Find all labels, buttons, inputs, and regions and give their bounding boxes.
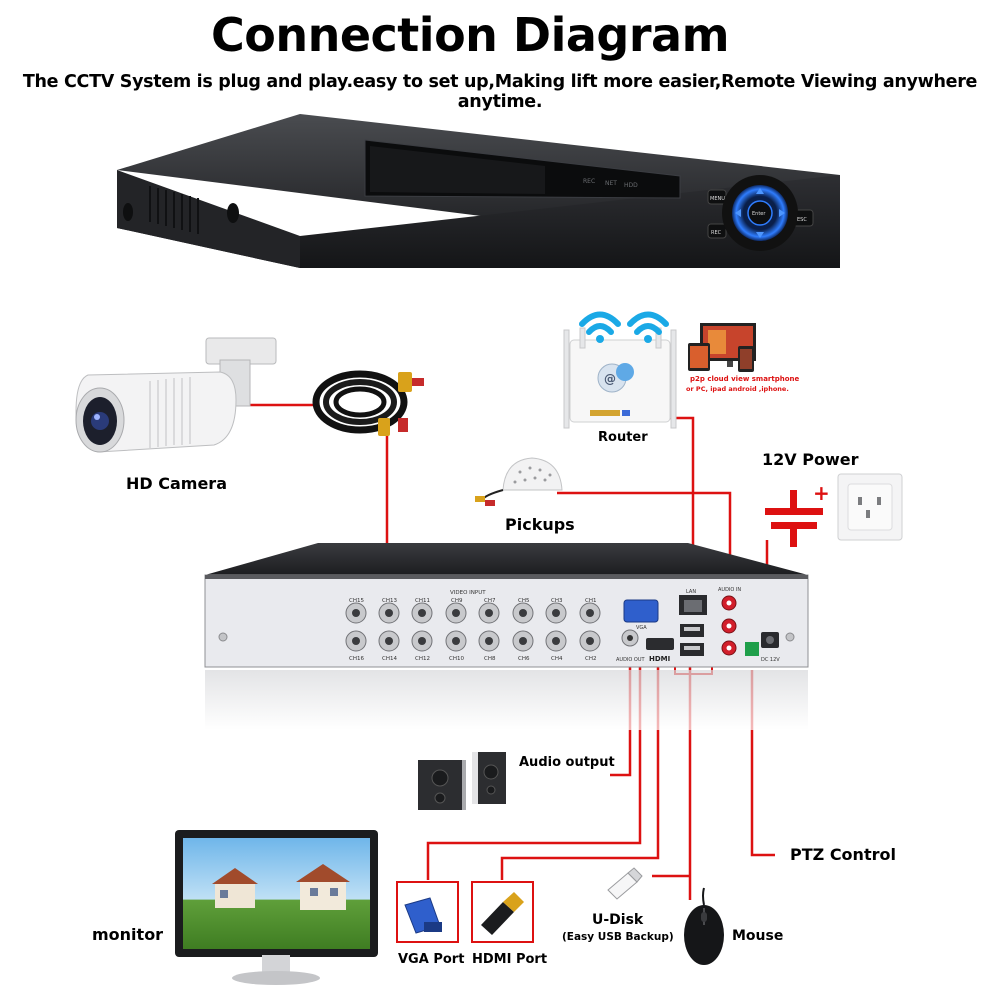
channel-label: CH9 xyxy=(451,598,463,604)
router-illustration: @ xyxy=(563,311,677,429)
indicator-rec: REC xyxy=(583,178,595,185)
power-illustration: + xyxy=(765,473,903,547)
channel-label: CH1 xyxy=(585,598,596,604)
channel-label: CH6 xyxy=(518,656,530,662)
channel-label: CH8 xyxy=(484,656,496,662)
page-title: Connection Diagram xyxy=(210,8,730,62)
monitor-illustration xyxy=(175,830,378,985)
hd-camera-illustration xyxy=(75,337,277,453)
u-disk-illustration xyxy=(607,867,643,900)
p2p-line-2: or PC, ipad android ,iphone. xyxy=(686,385,789,393)
enter-button-label: Enter xyxy=(752,211,766,217)
channel-label: CH2 xyxy=(585,656,596,662)
ptz-control-label: PTZ Control xyxy=(790,845,896,864)
p2p-line-1: p2p cloud view smartphone xyxy=(690,375,800,383)
channel-label: CH16 xyxy=(349,656,364,662)
wifi-icon xyxy=(579,311,621,335)
pickups-label: Pickups xyxy=(505,515,575,534)
audio-output-label: Audio output xyxy=(519,755,615,770)
hdmi-port-label: HDMI xyxy=(649,655,670,663)
lan-port-label: LAN xyxy=(686,589,696,595)
page-subtitle: The CCTV System is plug and play.easy to… xyxy=(22,72,978,112)
speakers-illustration xyxy=(418,752,506,810)
dvr-back-illustration xyxy=(204,543,809,730)
video-input-label: VIDEO INPUT xyxy=(450,590,486,596)
svg-text:@: @ xyxy=(604,372,616,386)
hd-camera-label: HD Camera xyxy=(126,474,227,493)
indicator-net: NET xyxy=(605,180,617,187)
audio-out-port-label: AUDIO OUT xyxy=(616,657,646,663)
monitor-label: monitor xyxy=(92,925,164,944)
power-label: 12V Power xyxy=(762,450,859,469)
hdmi-port-label-text: HDMI Port xyxy=(472,952,548,967)
router-label: Router xyxy=(598,430,648,445)
mouse-label: Mouse xyxy=(732,928,784,944)
u-disk-note: (Easy USB Backup) xyxy=(562,931,674,943)
rec-button-label: REC xyxy=(711,230,722,236)
channel-label: CH13 xyxy=(382,598,397,604)
vga-connector-icon xyxy=(404,897,442,934)
viewing-devices-illustration xyxy=(688,323,756,372)
esc-button-label: ESC xyxy=(797,217,807,223)
channel-label: CH15 xyxy=(349,598,364,604)
channel-label: CH11 xyxy=(415,598,430,604)
channel-labels-top: CH15 CH13 CH11 CH9 CH7 CH5 CH3 CH1 xyxy=(349,598,596,604)
channel-label: CH14 xyxy=(382,656,397,662)
indicator-hdd: HDD xyxy=(624,182,638,189)
channel-label: CH12 xyxy=(415,656,430,662)
channel-label: CH7 xyxy=(484,598,496,604)
channel-label: CH10 xyxy=(449,656,464,662)
channel-label: CH4 xyxy=(551,656,563,662)
hdmi-connector-icon xyxy=(481,892,524,935)
channel-labels-bottom: CH16 CH14 CH12 CH10 CH8 CH6 CH4 CH2 xyxy=(349,656,596,662)
dvr-front-illustration xyxy=(117,114,840,268)
svg-text:+: + xyxy=(813,481,830,505)
channel-label: CH3 xyxy=(551,598,563,604)
menu-button-label: MENU xyxy=(710,196,725,202)
pickup-microphone-illustration xyxy=(475,457,563,506)
audio-in-port-label: AUDIO IN xyxy=(718,587,741,593)
channel-label: CH5 xyxy=(518,598,530,604)
bnc-cable-illustration xyxy=(312,370,424,436)
u-disk-label: U-Disk xyxy=(592,912,644,928)
vga-port-label-text: VGA Port xyxy=(398,952,465,967)
mouse-illustration xyxy=(684,887,724,965)
vga-port-label: VGA xyxy=(636,625,647,631)
dc-port-label: DC 12V xyxy=(761,657,780,663)
